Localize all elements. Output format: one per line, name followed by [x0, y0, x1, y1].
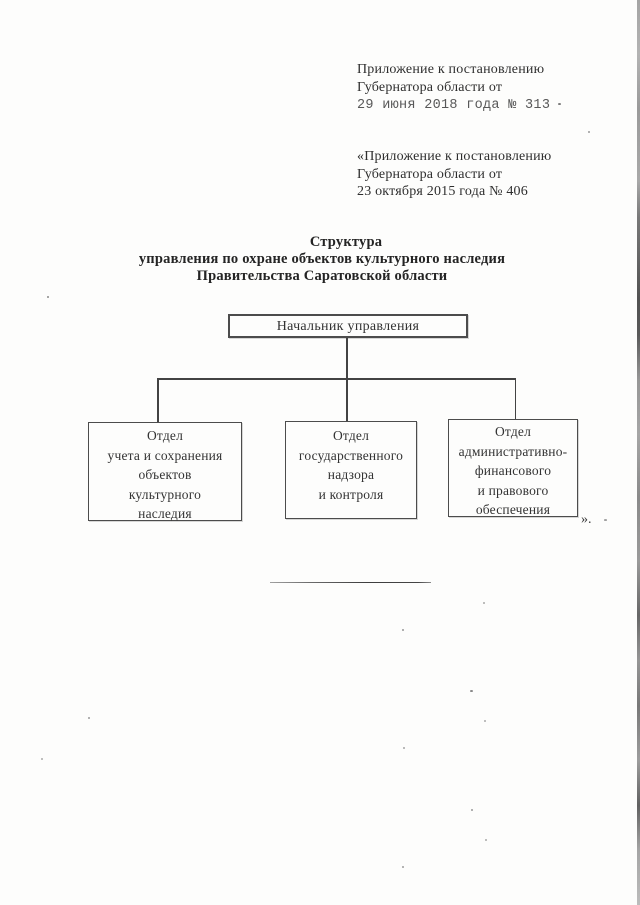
- org-box-label-line: объектов: [138, 467, 192, 483]
- connector-vertical-left: [157, 379, 159, 423]
- org-box-label-line: учета и сохранения: [107, 447, 223, 463]
- scan-speck: [558, 103, 561, 105]
- closing-quote-mark: ».: [581, 512, 592, 527]
- appendix-annotation-2015: «Приложение к постановлению Губернатора …: [357, 148, 551, 201]
- org-box-label: Начальник управления: [276, 319, 420, 334]
- org-box-label-line: финансового: [474, 463, 552, 479]
- scan-speck: [470, 690, 473, 692]
- org-box-label-line: Отдел: [146, 428, 184, 443]
- org-box-label-line: и правового: [477, 482, 549, 498]
- scan-speck: [47, 296, 49, 298]
- org-box-head-of-department: Начальник управления: [228, 314, 468, 338]
- connector-vertical-root: [346, 338, 348, 379]
- scan-speck: [402, 866, 404, 868]
- org-box-label-line: культурного: [128, 486, 202, 502]
- scan-speck: [483, 602, 485, 604]
- annotation-line: Губернатора области от: [357, 166, 503, 182]
- scan-speck: [402, 629, 404, 631]
- title-line: Правительства Саратовской области: [196, 268, 448, 284]
- scan-edge-artifact: [637, 0, 640, 905]
- scan-speck: [41, 758, 43, 760]
- scan-speck: [484, 720, 486, 722]
- connector-vertical-middle: [346, 379, 348, 422]
- scan-speck: [604, 519, 607, 521]
- annotation-line: 23 октября 2015 года № 406: [357, 184, 528, 199]
- org-box-label-line: Отдел: [332, 428, 370, 443]
- org-box-dept-preservation: Отдел учета и сохранения объектов культу…: [88, 422, 242, 521]
- appendix-annotation-2018: Приложение к постановлению Губернатора о…: [357, 61, 550, 115]
- connector-horizontal: [157, 378, 516, 380]
- scan-speck: [471, 809, 473, 811]
- separator-line: [270, 582, 431, 584]
- annotation-typed-date: 29 июня 2018 года № 313: [357, 98, 551, 113]
- org-box-label-line: административно-: [458, 443, 568, 459]
- connector-vertical-right: [514, 379, 517, 420]
- annotation-line: «Приложение к постановлению: [357, 149, 552, 164]
- document-title: Структура управления по охране объектов …: [2, 234, 640, 285]
- title-line: управления по охране объектов культурног…: [138, 251, 506, 267]
- org-box-label-line: надзора: [327, 467, 375, 483]
- scan-speck: [88, 717, 90, 719]
- org-box-dept-administrative: Отдел административно- финансового и пра…: [448, 419, 578, 517]
- scan-speck: [588, 131, 590, 133]
- org-box-label-line: государственного: [298, 447, 404, 463]
- title-line: Структура: [309, 234, 383, 250]
- org-box-label-line: наследия: [138, 506, 192, 522]
- scan-speck: [403, 747, 405, 749]
- scan-speck: [485, 839, 487, 841]
- org-box-label-line: и контроля: [318, 486, 384, 502]
- annotation-line: Приложение к постановлению: [357, 62, 545, 77]
- org-box-label-line: обеспечения: [475, 502, 551, 518]
- org-box-label-line: Отдел: [494, 424, 532, 439]
- org-box-dept-supervision: Отдел государственного надзора и контрол…: [285, 421, 417, 519]
- annotation-line: Губернатора области от: [357, 79, 503, 95]
